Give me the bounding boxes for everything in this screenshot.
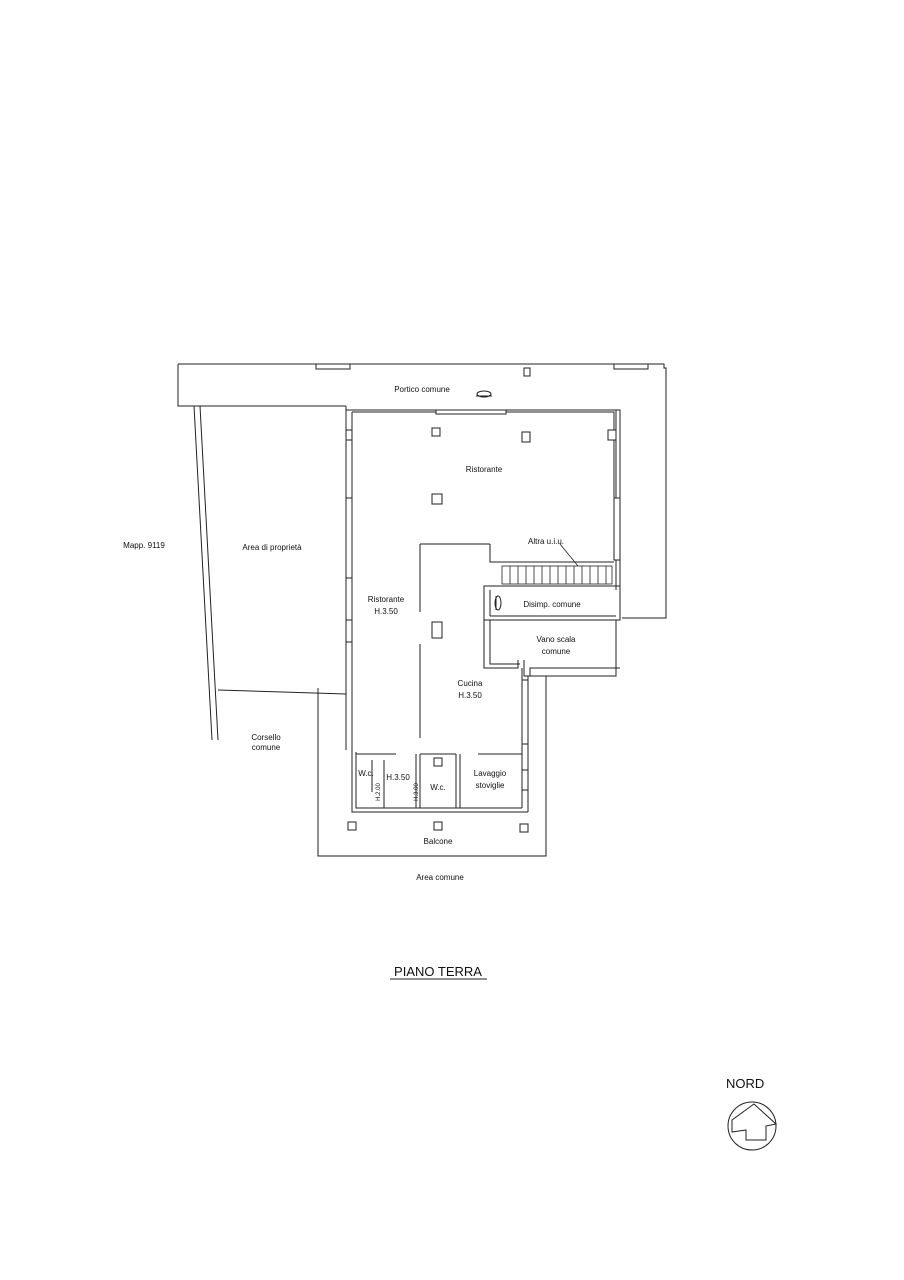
label-wc-right: W.c.	[430, 783, 446, 792]
property-boundary	[217, 689, 347, 695]
light-fixture-icon	[476, 390, 492, 398]
fixtures	[476, 390, 502, 611]
label-altra-uiu: Altra u.i.u.	[528, 537, 564, 546]
wc-stubs	[371, 760, 385, 808]
label-h300: H.3.00	[414, 783, 420, 801]
altra-uiu-leader	[559, 543, 579, 567]
window	[315, 363, 351, 370]
north-arrow-icon	[727, 1101, 778, 1151]
restaurant-top-wall	[352, 410, 617, 590]
window	[345, 497, 353, 579]
window	[613, 497, 621, 561]
vano-scala-outer	[524, 667, 620, 677]
pillar	[347, 821, 357, 831]
window	[613, 363, 649, 370]
walls	[177, 363, 667, 857]
portico-outline	[177, 363, 667, 619]
pillar	[523, 367, 531, 377]
disimp-walls	[483, 585, 621, 621]
property-line-2	[199, 405, 219, 741]
light-fixture-icon	[494, 595, 502, 611]
window	[521, 679, 529, 745]
label-balcone: Balcone	[424, 837, 453, 846]
label-vano-scala-2: comune	[542, 647, 571, 656]
north-circle	[727, 1101, 777, 1151]
label-wc-left: W.c.	[358, 769, 374, 778]
property-line-1	[193, 405, 213, 741]
label-h350-left: H.3.50	[374, 607, 398, 616]
label-lavaggio-2: stoviglie	[476, 781, 505, 790]
disimp-inner	[489, 590, 616, 617]
pillar	[431, 621, 443, 639]
label-ristorante-top: Ristorante	[466, 465, 503, 474]
label-cucina: Cucina	[458, 679, 483, 688]
label-portico: Portico comune	[394, 385, 450, 394]
label-lavaggio-1: Lavaggio	[474, 769, 507, 778]
label-ristorante-left: Ristorante	[368, 595, 405, 604]
label-h200: H.2.00	[376, 783, 382, 801]
label-h350-cucina: H.3.50	[458, 691, 482, 700]
pillar	[607, 429, 617, 441]
label-h350-wc: H.3.50	[386, 773, 410, 782]
label-vano-scala-1: Vano scala	[537, 635, 577, 644]
stair-treads	[509, 566, 607, 584]
label-area-proprieta: Area di proprietà	[242, 543, 302, 552]
window	[345, 429, 353, 441]
pillar	[431, 427, 441, 437]
pillar	[431, 493, 443, 505]
north-arrow-shape	[731, 1103, 778, 1141]
openings	[315, 363, 649, 791]
stairs	[501, 543, 613, 585]
plan-title: PIANO TERRA	[394, 964, 482, 979]
altra-uiu-wall	[420, 543, 614, 563]
window	[435, 409, 507, 415]
label-area-comune: Area comune	[416, 873, 464, 882]
lower-rooms-outer	[351, 748, 528, 813]
label-corsello-2: comune	[252, 743, 281, 752]
pillar	[433, 821, 443, 831]
north-label: NORD	[726, 1076, 764, 1091]
window	[345, 619, 353, 643]
stair-block	[501, 565, 613, 585]
pillars	[347, 367, 617, 833]
vano-scala-walls	[483, 620, 617, 677]
pillar	[433, 757, 443, 767]
balcone-outline	[317, 676, 547, 857]
label-mapp: Mapp. 9119	[123, 541, 165, 550]
label-disimp: Disimp. comune	[523, 600, 581, 609]
restaurant-outer-wall	[345, 410, 353, 750]
label-corsello-1: Corsello	[251, 733, 281, 742]
window	[521, 769, 529, 791]
pillar	[519, 823, 529, 833]
wc-partition	[415, 754, 461, 808]
pillar	[521, 431, 531, 443]
